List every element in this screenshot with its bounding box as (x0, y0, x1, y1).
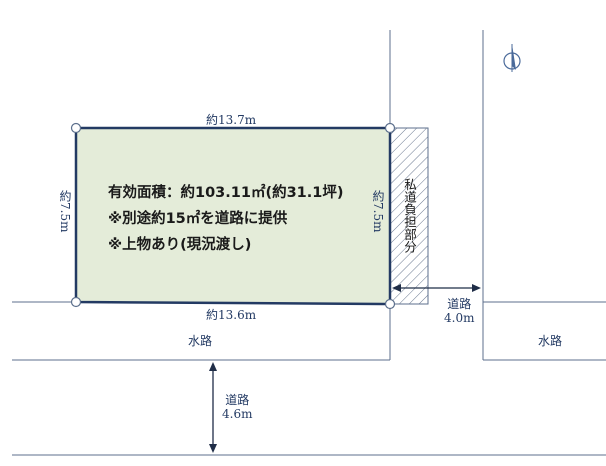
east-road-name: 道路 (447, 297, 472, 311)
lot-corner-marker (70, 122, 82, 134)
east-road-width: 4.0m (444, 311, 475, 325)
private-road-label: 私道負担部分 (402, 178, 417, 253)
south-road-label: 道路 4.6m (222, 393, 252, 421)
east-road-label: 道路 4.0m (444, 297, 474, 325)
lot-corner-marker (384, 122, 396, 134)
dimension-bottom: 約13.6m (206, 308, 257, 322)
south-road-width: 4.6m (222, 407, 253, 421)
east-road-width-arrow (392, 284, 481, 292)
south-road-width-arrow (209, 362, 217, 453)
dimension-top: 約13.7m (206, 113, 257, 127)
dimension-left: 約7.5m (58, 190, 72, 233)
lot-corner-marker (70, 296, 82, 308)
lot-info: 有効面積：約103.11㎡(約31.1坪) ※別途約15㎡を道路に提供 ※上物あ… (108, 180, 343, 258)
lot-note-road: ※別途約15㎡を道路に提供 (108, 211, 288, 227)
lot-corner-marker (384, 298, 396, 310)
lot-note-building: ※上物あり(現況渡し) (108, 237, 252, 253)
waterway-label-right: 水路 (538, 334, 563, 348)
south-road-name: 道路 (225, 393, 250, 407)
waterway-label-left: 水路 (188, 334, 213, 348)
dimension-right: 約7.5m (371, 190, 385, 233)
lot-area-text: 有効面積：約103.11㎡(約31.1坪) (108, 185, 344, 201)
north-arrow-icon (503, 44, 521, 72)
